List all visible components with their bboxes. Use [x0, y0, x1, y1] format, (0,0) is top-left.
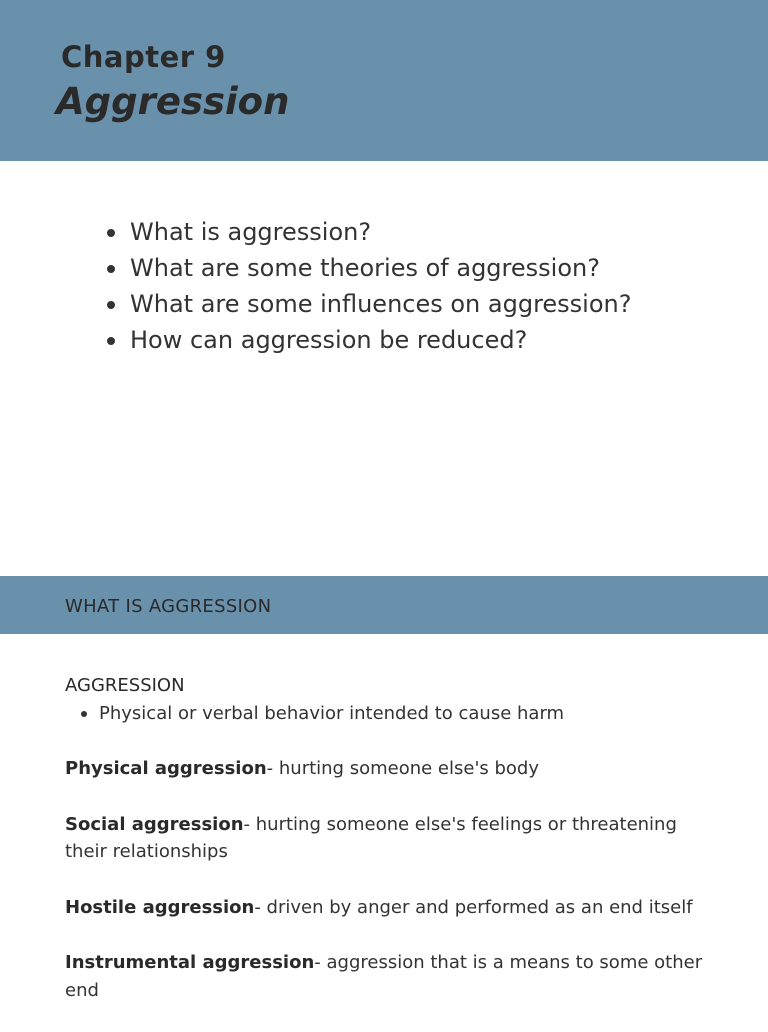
term-desc: - driven by anger and performed as an en… — [254, 896, 693, 918]
question-item: What are some theories of aggression? — [106, 250, 631, 286]
term-desc: - aggression that is a means to some oth… — [65, 952, 703, 1001]
question-item: What are some influences on aggression? — [106, 286, 631, 322]
question-list: What is aggression? What are some theori… — [106, 214, 631, 358]
question-item: How can aggression be reduced? — [106, 322, 631, 358]
term-desc: - hurting someone else's body — [266, 758, 540, 779]
chapter-label: Chapter 9 — [61, 40, 226, 74]
term-definition: Instrumental aggression- aggression that… — [65, 949, 705, 1004]
term-name: Social aggression — [65, 813, 244, 835]
question-item: What is aggression? — [106, 214, 631, 250]
term-desc: - hurting someone else's feelings or thr… — [65, 813, 677, 863]
section-content: AGGRESSION Physical or verbal behavior i… — [65, 672, 705, 1032]
definition-list: Physical or verbal behavior intended to … — [65, 700, 705, 728]
term-definition: Physical aggression- hurting someone els… — [65, 755, 705, 783]
section-title: WHAT IS AGGRESSION — [65, 596, 272, 617]
term-name: Hostile aggression — [65, 896, 255, 918]
definition-item: Physical or verbal behavior intended to … — [65, 700, 705, 728]
section-banner — [0, 576, 768, 634]
chapter-banner — [0, 0, 768, 161]
term-name: Physical aggression — [65, 758, 267, 779]
term-name: Instrumental aggression — [65, 952, 315, 973]
term-heading: AGGRESSION — [65, 675, 185, 696]
term-definition: Hostile aggression- driven by anger and … — [65, 894, 705, 922]
chapter-title: Aggression — [56, 80, 290, 123]
term-definition: Social aggression- hurting someone else'… — [65, 811, 705, 866]
